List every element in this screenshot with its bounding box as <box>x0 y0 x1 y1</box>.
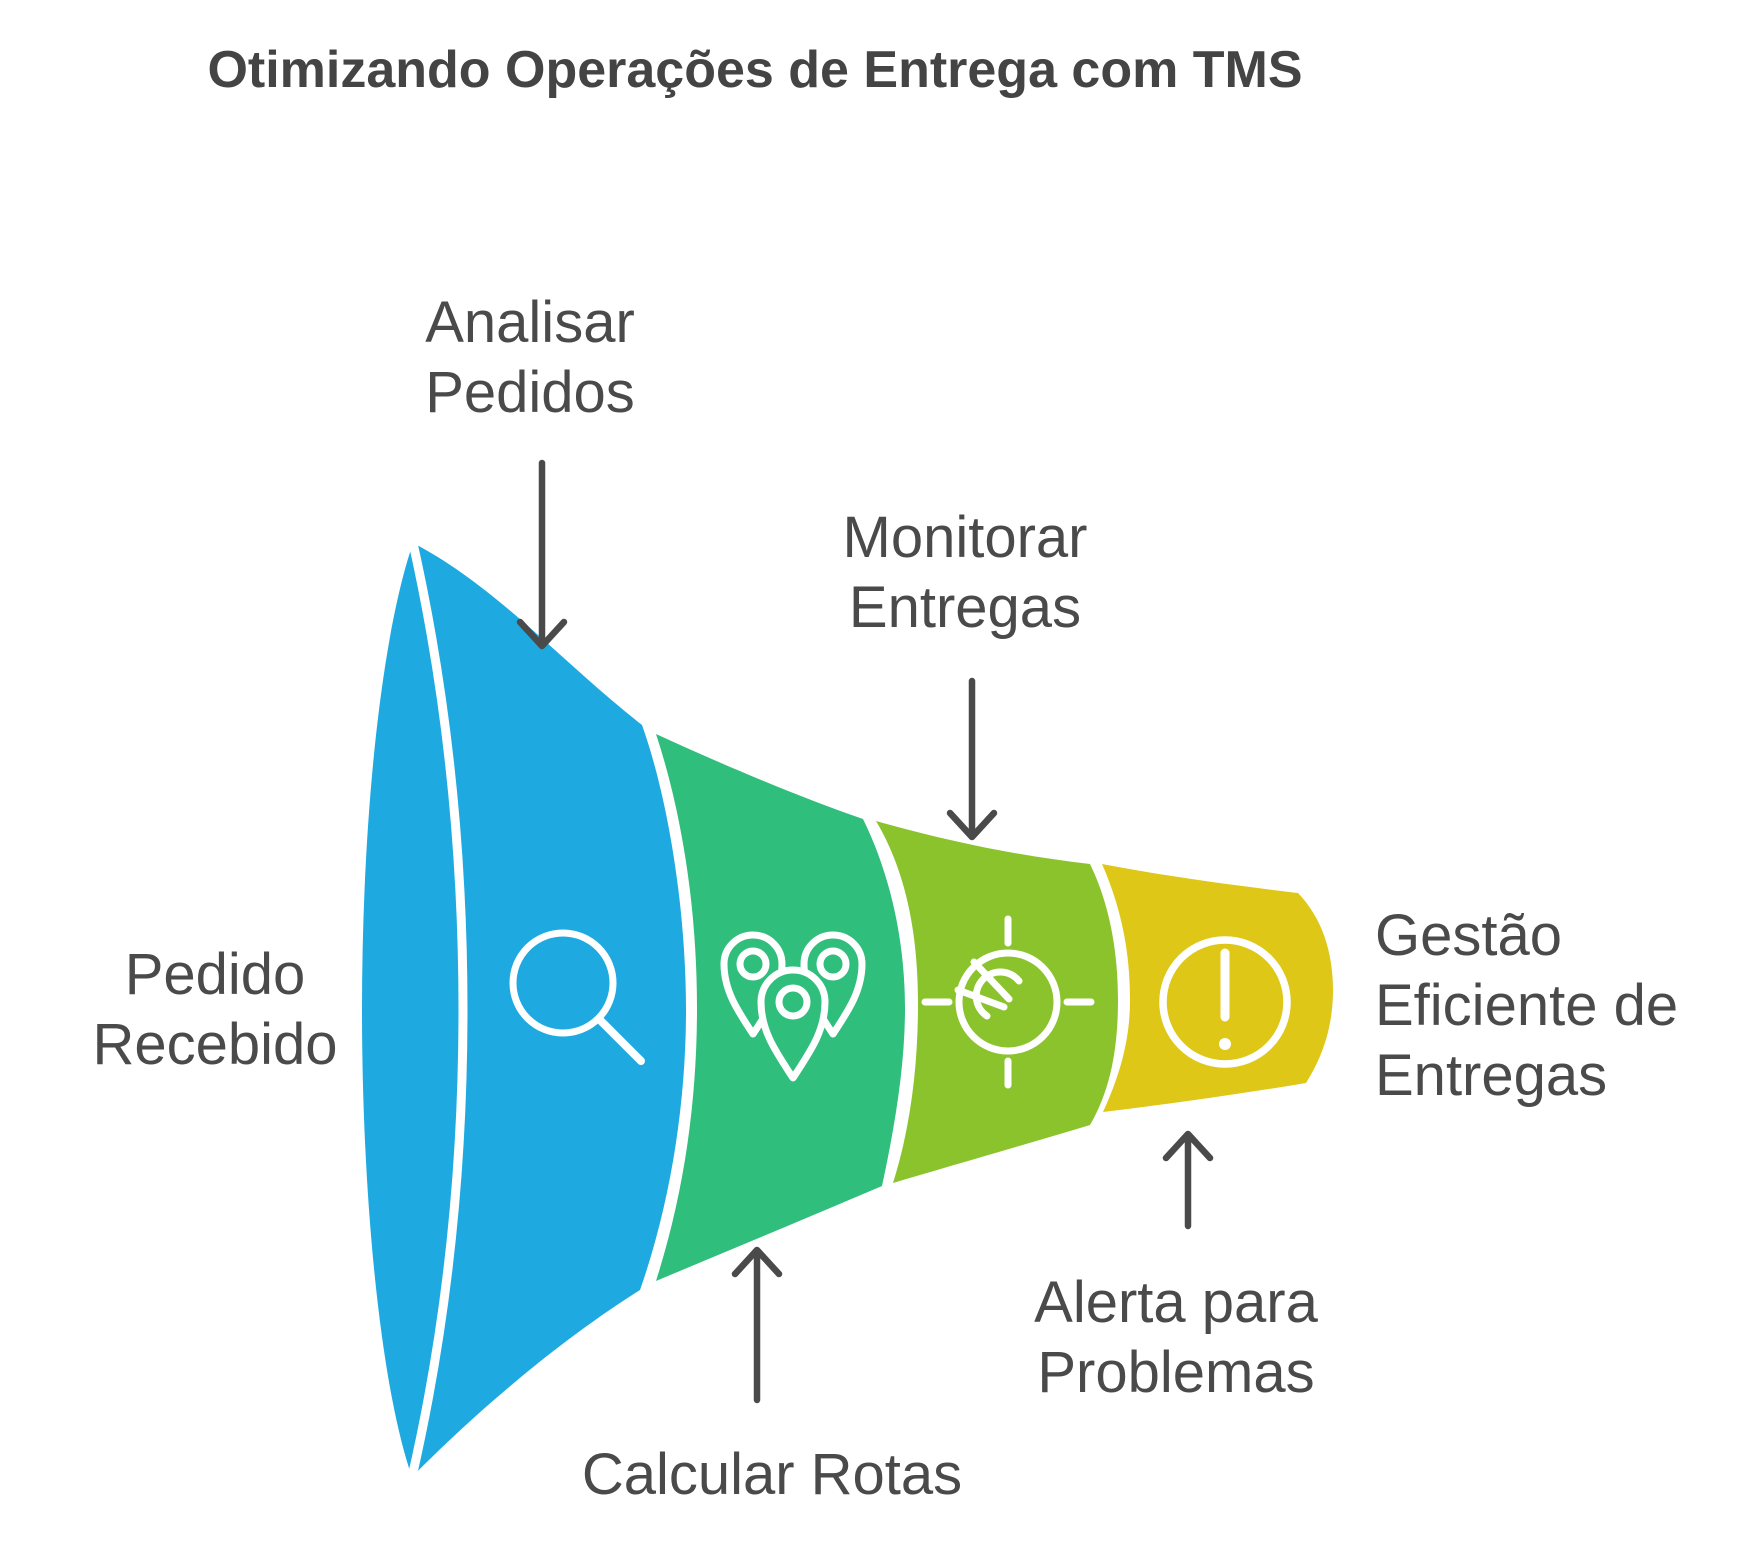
alert-icon <box>1159 936 1291 1068</box>
arrow-to-stage-4 <box>1162 1130 1214 1230</box>
arrow-to-stage-1 <box>516 459 568 650</box>
output-label: Gestão Eficiente de Entregas <box>1375 903 1679 1108</box>
funnel-mouth-rim-highlight <box>407 538 468 1482</box>
stage-3-label: Monitorar Entregas <box>842 505 1088 640</box>
arrow-to-stage-3 <box>946 677 998 841</box>
page-title: Otimizando Operações de Entrega com TMS <box>207 41 1303 99</box>
stage-4-segment <box>1102 864 1333 1112</box>
input-label: Pedido Recebido <box>92 942 338 1077</box>
stage-1-label: Analisar Pedidos <box>425 290 635 425</box>
stage-2-label: Calcular Rotas <box>581 1442 963 1507</box>
gauge-icon <box>921 915 1095 1089</box>
stage-4-label: Alerta para Problemas <box>1034 1270 1318 1405</box>
magnifier-icon <box>509 929 645 1065</box>
map-pins-icon <box>720 931 866 1082</box>
arrow-to-stage-2 <box>731 1246 783 1404</box>
